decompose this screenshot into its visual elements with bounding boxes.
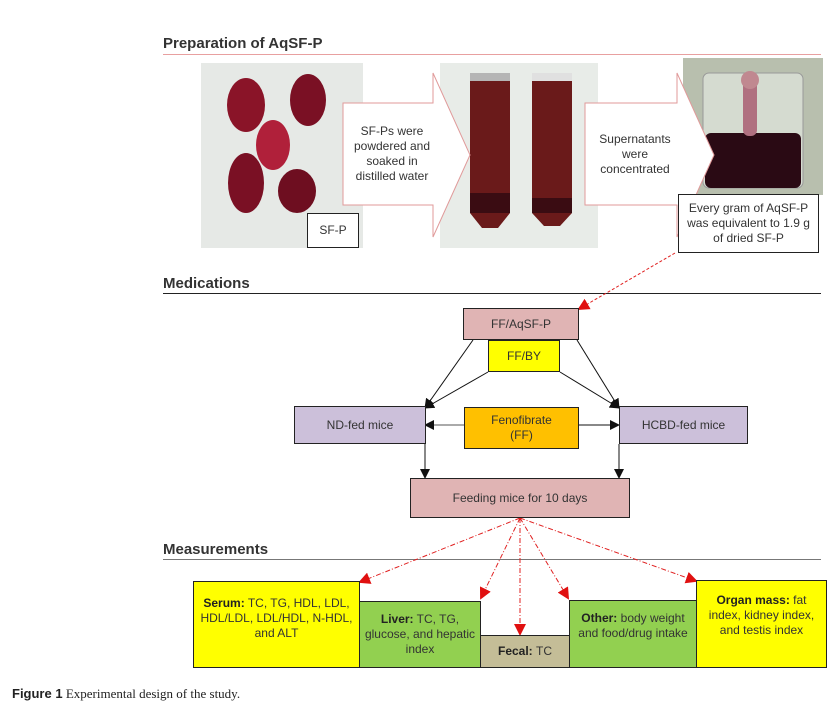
photo-dried-sf-p: SF-P — [201, 63, 363, 248]
tubes-illustration — [470, 73, 572, 228]
fruit-piece — [256, 120, 290, 170]
beaker-illustration — [702, 71, 804, 189]
other-text: body weight and food/drug intake — [578, 611, 688, 640]
box-serum: Serum: TC, TG, HDL, LDL, HDL/LDL, LDL/HD… — [193, 581, 360, 668]
serum-text: TC, TG, HDL, LDL, HDL/LDL, LDL/HDL, N-HD… — [200, 596, 353, 640]
organ-label: Organ mass: — [716, 593, 790, 607]
beaker-liquid — [705, 133, 801, 188]
dried-fruit-illustration — [227, 74, 326, 213]
fruit-piece — [228, 153, 264, 213]
arrow-note-to-aqsfp — [577, 252, 676, 311]
arrow-feeding-to-organ — [519, 517, 698, 584]
process-text-soak: SF-Ps were powdered and soaked in distil… — [353, 124, 431, 183]
arrow-feeding-to-other — [519, 517, 570, 600]
figure-caption-text: Experimental design of the study. — [65, 686, 241, 701]
arrow-feeding-to-serum — [358, 517, 521, 584]
other-label: Other: — [581, 611, 618, 625]
process-text-concentrate: Supernatants were concentrated — [599, 131, 671, 176]
box-liver: Liver: TC, TG, glucose, and hepatic inde… — [359, 601, 481, 668]
figure-caption: Figure 1 Experimental design of the stud… — [12, 686, 240, 702]
arrow-feeding-to-liver — [479, 517, 521, 600]
section-rule-medications — [163, 293, 821, 294]
serum-label: Serum: — [203, 596, 245, 610]
tube-cap — [470, 73, 510, 81]
label-sf-p: SF-P — [307, 213, 359, 248]
arrow-aqsfp-to-nd — [424, 339, 474, 409]
figure-label: Figure 1 — [12, 686, 63, 701]
fenofibrate-abbrev: (FF) — [510, 428, 533, 442]
box-ff-by: FF/BY — [488, 340, 560, 372]
fruit-piece — [278, 169, 316, 213]
liver-label: Liver: — [380, 612, 414, 626]
section-rule-preparation — [163, 54, 821, 55]
section-rule-measurements — [163, 559, 821, 560]
organ-text: fat index, kidney index, and testis inde… — [708, 593, 815, 637]
liver-text: TC, TG, glucose, and hepatic index — [364, 612, 476, 656]
box-ff-aqsfp: FF/AqSF-P — [463, 308, 579, 340]
stirrer — [743, 78, 757, 136]
box-fenofibrate: Fenofibrate (FF) — [464, 407, 579, 449]
fruit-piece — [227, 78, 265, 132]
section-title-measurements: Measurements — [163, 541, 269, 558]
fenofibrate-name: Fenofibrate — [491, 413, 552, 427]
tube-cap — [532, 73, 572, 81]
tube-sediment — [470, 193, 510, 213]
fecal-label: Fecal: — [497, 644, 533, 658]
fruit-piece — [290, 74, 326, 126]
arrow-by-to-hcbd — [559, 371, 620, 409]
stirrer-head — [741, 71, 759, 89]
tube-sediment — [532, 198, 572, 213]
arrow-aqsfp-to-hcbd — [576, 339, 620, 409]
tube — [532, 81, 572, 226]
box-other: Other: body weight and food/drug intake — [569, 600, 697, 668]
box-hcbd-fed-mice: HCBD-fed mice — [619, 406, 748, 444]
box-nd-fed-mice: ND-fed mice — [294, 406, 426, 444]
arrow-by-to-nd — [424, 371, 489, 409]
section-title-preparation: Preparation of AqSF-P — [163, 35, 323, 52]
photo-beaker — [683, 58, 823, 195]
section-title-medications: Medications — [163, 275, 250, 292]
box-feeding-mice: Feeding mice for 10 days — [410, 478, 630, 518]
equivalence-note: Every gram of AqSF-P was equivalent to 1… — [678, 194, 819, 253]
box-fecal: Fecal: TC — [480, 635, 570, 668]
process-arrow-soak — [342, 72, 471, 238]
tube — [470, 81, 510, 228]
box-organ-mass: Organ mass: fat index, kidney index, and… — [696, 580, 827, 668]
fecal-text: TC — [536, 644, 553, 658]
